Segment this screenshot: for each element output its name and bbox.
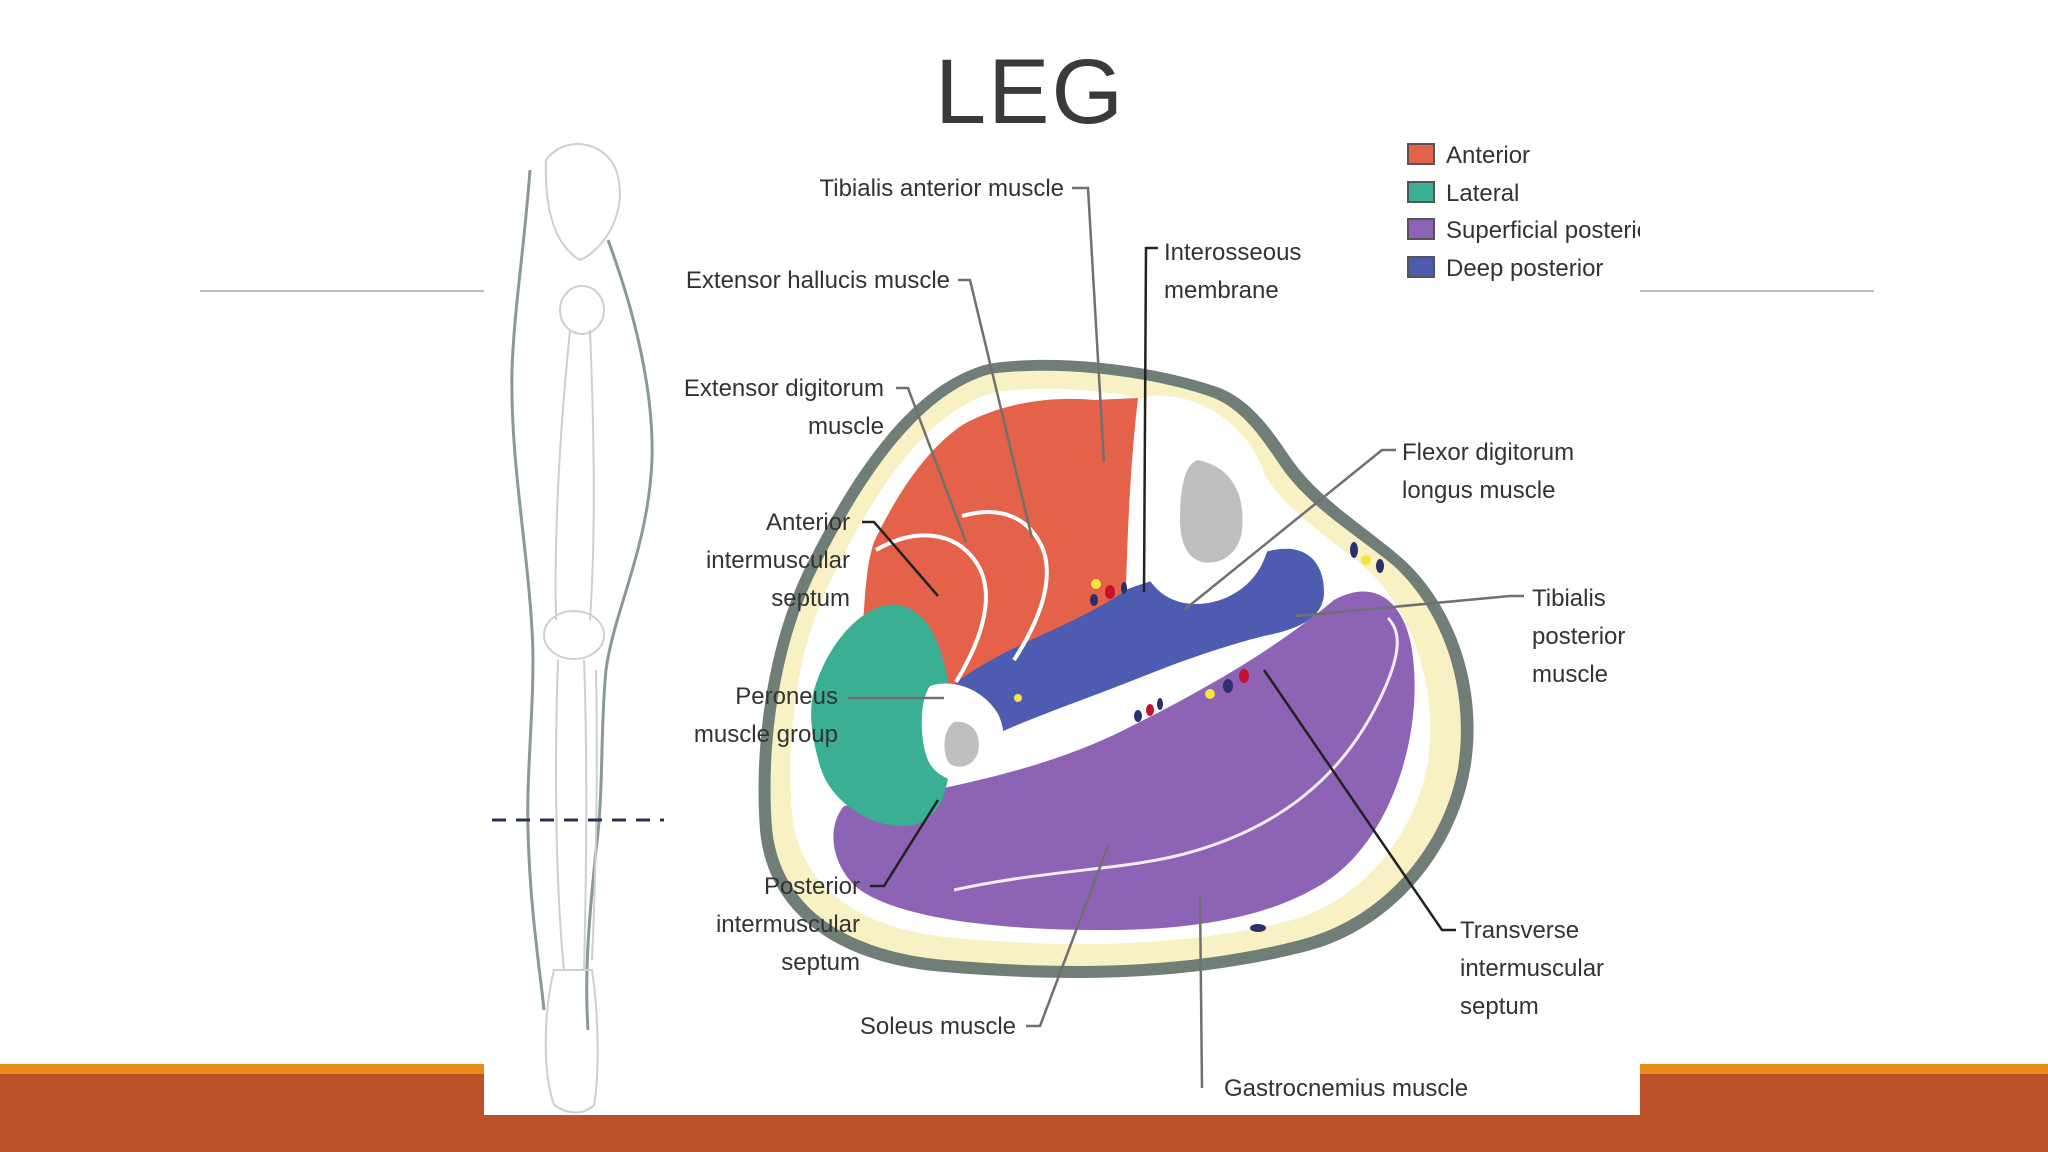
legend-swatch-superficial-posterior <box>1407 218 1435 240</box>
leader-soleus <box>1026 845 1110 1028</box>
tibia-marrow <box>1180 460 1243 563</box>
leader-lines <box>848 186 1524 1089</box>
legend-swatch-anterior <box>1407 143 1435 165</box>
soleus-gastrocnemius-boundary <box>953 616 1399 892</box>
anterior-muscle-divider-2 <box>874 533 988 684</box>
legend-swatch-lateral <box>1407 181 1435 203</box>
lateral-compartment <box>811 604 953 827</box>
diagram-canvas: Tibialis anterior muscle Extensor halluc… <box>492 142 1658 1114</box>
label-tibialis-posterior-3: muscle <box>1532 661 1608 688</box>
anterior-muscle-divider-1 <box>961 510 1049 662</box>
label-interosseous-2: membrane <box>1164 277 1279 304</box>
legend-label-lateral: Lateral <box>1446 180 1519 207</box>
label-posterior-septum-3: septum <box>781 949 860 976</box>
leader-anterior-septum <box>862 520 939 597</box>
leg-cross-section-figure: Tibialis anterior muscle Extensor halluc… <box>484 130 1658 1115</box>
foot-bones <box>544 969 599 1114</box>
label-anterior-septum-1: Anterior <box>766 509 850 536</box>
label-soleus: Soleus muscle <box>860 1013 1016 1040</box>
leg-outline-right <box>585 239 654 1031</box>
label-extensor-digitorum-1: Extensor digitorum <box>684 375 884 402</box>
anterior-neurovascular-bundle <box>1090 579 1127 606</box>
slide-title: LEG <box>934 41 1126 143</box>
leader-posterior-septum <box>870 799 940 888</box>
fibula-marrow <box>944 721 979 767</box>
label-tibialis-posterior-2: posterior <box>1532 623 1625 650</box>
title-rule-left <box>200 290 490 292</box>
superficial-vessels <box>1250 542 1384 932</box>
leader-tibialis-posterior <box>1295 594 1524 618</box>
legend-swatch-deep-posterior <box>1407 256 1435 278</box>
label-anterior-septum-3: septum <box>771 585 850 612</box>
leg-skeleton-illustration <box>492 143 664 1114</box>
label-peroneus-2: muscle group <box>694 721 838 748</box>
label-gastrocnemius: Gastrocnemius muscle <box>1224 1075 1468 1102</box>
knee-joint <box>543 610 605 660</box>
posterior-tibial-bundle <box>1205 669 1249 699</box>
leader-gastrocnemius <box>1198 895 1204 1089</box>
label-tibialis-anterior: Tibialis anterior muscle <box>819 175 1064 202</box>
label-extensor-hallucis: Extensor hallucis muscle <box>686 267 950 294</box>
legend-item-anterior: Anterior <box>1407 142 1530 169</box>
leader-flexor-digitorum <box>1183 448 1396 611</box>
label-posterior-septum-1: Posterior <box>764 873 860 900</box>
label-posterior-septum-2: intermuscular <box>716 911 860 938</box>
cross-section <box>758 359 1474 978</box>
leader-extensor-hallucis <box>958 278 1034 539</box>
leader-transverse-septum <box>1262 669 1456 932</box>
label-flexor-digitorum-1: Flexor digitorum <box>1402 439 1574 466</box>
title-rule-right <box>1638 290 1874 292</box>
femoral-head <box>559 285 605 335</box>
legend-label-anterior: Anterior <box>1446 142 1530 169</box>
peroneal-bundle <box>1014 694 1163 722</box>
legend-item-superficial-posterior: Superficial posterior <box>1407 217 1658 244</box>
legend-label-superficial-posterior: Superficial posterior <box>1446 217 1640 244</box>
label-extensor-digitorum-2: muscle <box>808 413 884 440</box>
legend: Anterior Lateral Superficial posterior D… <box>1407 142 1658 282</box>
legend-item-deep-posterior: Deep posterior <box>1407 255 1603 282</box>
pelvis-bone <box>544 143 621 262</box>
label-transverse-septum-3: septum <box>1460 993 1539 1020</box>
label-peroneus-1: Peroneus <box>735 683 838 710</box>
femur-bone <box>554 329 595 621</box>
leader-extensor-digitorum <box>896 386 968 543</box>
legend-item-lateral: Lateral <box>1407 180 1519 207</box>
leader-interosseous <box>1142 246 1158 593</box>
fibula-bone <box>591 669 598 961</box>
label-transverse-septum-2: intermuscular <box>1460 955 1604 982</box>
label-transverse-septum-1: Transverse <box>1460 917 1579 944</box>
label-anterior-septum-2: intermuscular <box>706 547 850 574</box>
tibia-bone <box>555 659 588 971</box>
leg-outline-left <box>510 169 546 1011</box>
label-flexor-digitorum-2: longus muscle <box>1402 477 1555 504</box>
label-interosseous-1: Interosseous <box>1164 239 1301 266</box>
leader-tibialis-anterior <box>1072 186 1106 463</box>
legend-label-deep-posterior: Deep posterior <box>1446 255 1603 282</box>
label-tibialis-posterior-1: Tibialis <box>1532 585 1606 612</box>
diagram-labels: Tibialis anterior muscle Extensor halluc… <box>684 175 1625 1102</box>
